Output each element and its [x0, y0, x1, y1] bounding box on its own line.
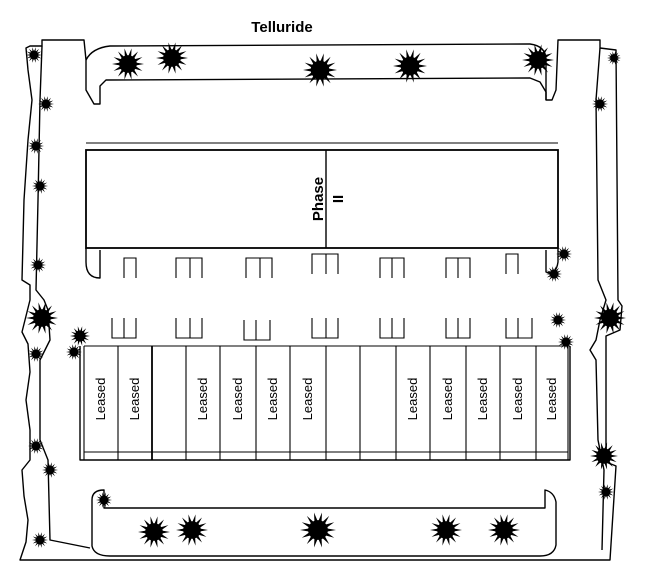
stall-marker	[311, 318, 339, 339]
stall-marker	[505, 318, 533, 339]
unit-status-label: Leased	[93, 378, 108, 421]
tree-icon	[430, 514, 462, 546]
tree-icon	[30, 257, 46, 273]
tree-icon	[42, 462, 58, 478]
unit-status-label: Leased	[300, 378, 315, 421]
building-label: Phase	[310, 177, 327, 221]
tree-icon	[556, 246, 572, 262]
inner-right-line	[589, 47, 607, 551]
tree-icon	[546, 266, 562, 282]
tree-icon	[32, 178, 48, 194]
unit-cell[interactable]	[360, 346, 396, 452]
tree-icon	[522, 44, 554, 76]
stall-marker	[379, 318, 405, 339]
unit-cell[interactable]	[326, 346, 360, 452]
stall-marker	[243, 320, 271, 341]
unit-status-label: Leased	[127, 378, 142, 421]
street-label: Telluride	[251, 19, 312, 36]
tree-icon	[138, 516, 170, 548]
stall-marker	[245, 257, 273, 278]
tree-icon	[28, 438, 44, 454]
building-right-curb	[545, 248, 559, 274]
tree-icon	[393, 49, 427, 83]
tree-icon	[558, 334, 574, 350]
stall-marker	[123, 257, 137, 278]
stall-marker	[445, 257, 471, 278]
site-boundary	[19, 39, 623, 561]
leased-units-block: Leased Leased Leased Leased Leased Leased Leas…	[79, 345, 571, 461]
unit-status-label: Leased	[230, 378, 245, 421]
stall-marker	[175, 257, 203, 278]
tree-icon	[156, 42, 188, 74]
tree-icon	[176, 514, 208, 546]
tree-icon	[28, 346, 44, 362]
unit-status-label: Leased	[195, 378, 210, 421]
stall-marker	[505, 253, 519, 274]
phase-ii-building	[85, 149, 559, 249]
tree-icon	[300, 512, 336, 548]
stall-marker	[311, 253, 339, 274]
unit-status-label: Leased	[475, 378, 490, 421]
units-base-outline	[79, 346, 571, 461]
stall-marker	[445, 318, 471, 339]
tree-icon	[303, 53, 337, 87]
tree-icon	[96, 492, 112, 508]
stall-marker	[111, 318, 137, 339]
unit-status-label: Leased	[510, 378, 525, 421]
unit-status-label: Leased	[405, 378, 420, 421]
tree-icon	[66, 344, 82, 360]
building-left-curb	[85, 248, 101, 279]
tree-icon	[550, 312, 566, 328]
unit-cell[interactable]	[152, 346, 186, 452]
unit-status-label: Leased	[544, 378, 559, 421]
lower-stall-markers	[111, 318, 533, 341]
stall-marker	[379, 257, 405, 278]
tree-icon	[26, 302, 58, 334]
stall-marker	[175, 318, 203, 339]
tree-icon	[70, 326, 90, 346]
tree-icon	[32, 532, 48, 548]
tree-icon	[590, 442, 618, 470]
landscape-trees	[26, 42, 626, 548]
upper-stall-markers	[123, 253, 519, 278]
unit-status-label: Leased	[265, 378, 280, 421]
tree-icon	[607, 51, 621, 65]
tree-icon	[112, 48, 144, 80]
tree-icon	[594, 302, 626, 334]
tree-icon	[598, 484, 614, 500]
tree-icon	[28, 138, 44, 154]
bottom-island	[91, 489, 557, 557]
unit-status-label: Leased	[440, 378, 455, 421]
tree-icon	[592, 96, 608, 112]
tree-icon	[26, 47, 42, 63]
tree-icon	[488, 514, 520, 546]
tree-icon	[38, 96, 54, 112]
top-island	[85, 43, 547, 100]
building-phase-numeral: II	[330, 195, 347, 203]
